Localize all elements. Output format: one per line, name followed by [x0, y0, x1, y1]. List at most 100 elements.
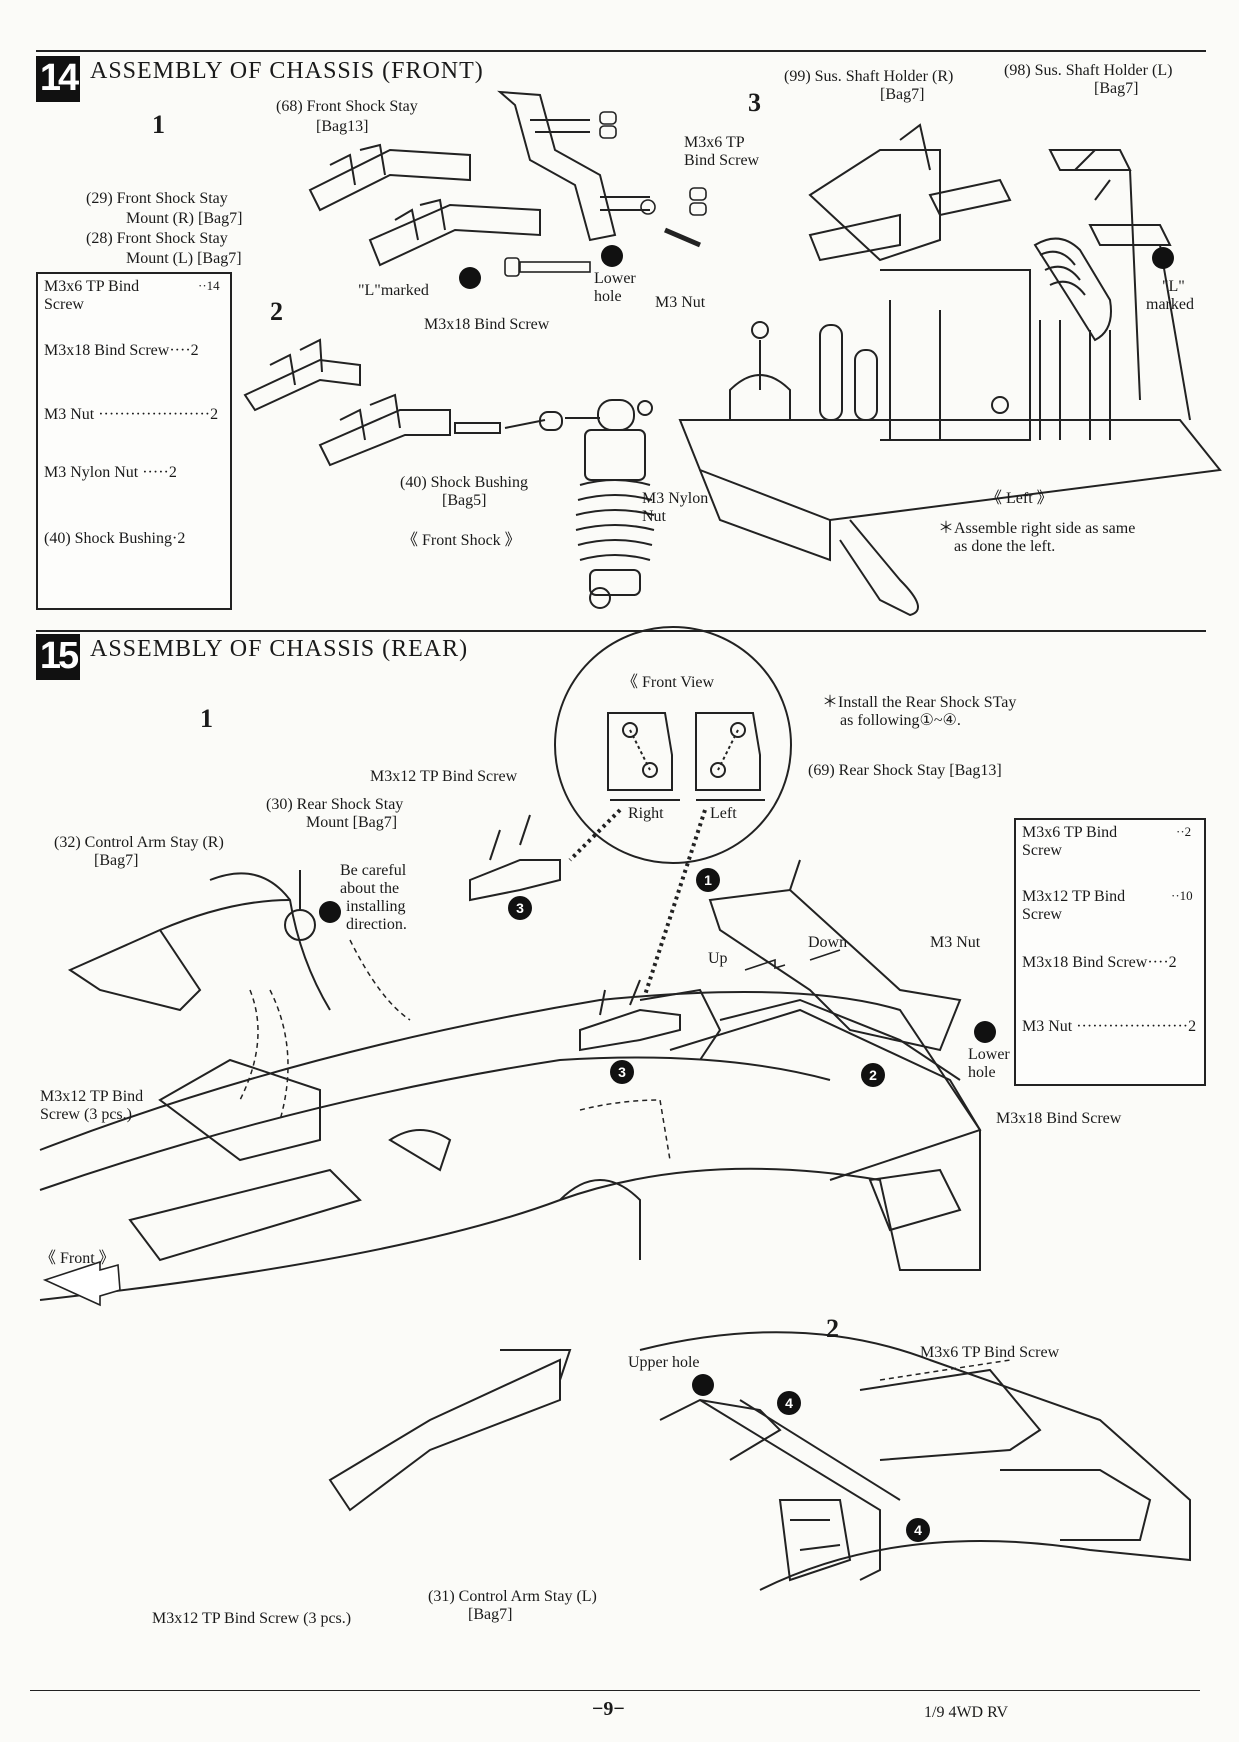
label-rear-mount-2: Mount [Bag7] [306, 814, 398, 831]
label-m3x12-3pcs-b: M3x12 TP Bind Screw (3 pcs.) [152, 1610, 352, 1627]
front-view-circle [554, 626, 792, 864]
label-ctrl-arm-r-bag: [Bag7] [94, 852, 139, 869]
note-assemble-right-1: ＊Assemble right side as same [938, 520, 1136, 537]
label-rear-shock-stay: (69) Rear Shock Stay [Bag13] [808, 762, 1002, 779]
part15-m3x12-name2: Screw [1022, 906, 1062, 923]
part-m3x6-name: M3x6 TP Bind [44, 278, 140, 295]
label-sus-holder-l-bag: [Bag7] [1094, 80, 1139, 97]
footer-model: 1/9 4WD RV [924, 1704, 1009, 1721]
label-m3x12-3pcs-1: M3x12 TP Bind [40, 1088, 144, 1105]
part15-m3-nut-name: M3 Nut ·····················2 [1022, 1018, 1197, 1035]
footer-rule [30, 1690, 1200, 1691]
label-bind-screw: Bind Screw [684, 152, 760, 169]
step-15-sub-2: 2 [826, 1314, 839, 1343]
label-lower-15: Lower [968, 1046, 1010, 1063]
part15-m3x18-name: M3x18 Bind Screw····2 [1022, 954, 1177, 971]
label-l-marked: "L"marked [358, 282, 429, 299]
label-mount-r-1: (29) Front Shock Stay [86, 190, 228, 207]
label-front-view: 《 Front View [622, 674, 715, 691]
part-m3x18-name: M3x18 Bind Screw····2 [44, 342, 199, 359]
label-m3-nut-15: M3 Nut [930, 934, 981, 951]
label-mount-l-1: (28) Front Shock Stay [86, 230, 228, 247]
note-careful-4: direction. [346, 916, 407, 933]
part-m3-nylon-nut-name: M3 Nylon Nut ·····2 [44, 464, 177, 481]
callout-3a-digit: 3 [516, 900, 524, 916]
label-rear-mount-1: (30) Rear Shock Stay [266, 796, 404, 813]
note-careful-2: about the [340, 880, 400, 897]
callout-3b-digit: 3 [618, 1064, 626, 1080]
part15-m3x12-name: M3x12 TP Bind [1022, 888, 1126, 905]
shock-assembly-drawing [243, 338, 655, 609]
part15-m3x6-name: M3x6 TP Bind [1022, 824, 1118, 841]
step-14-sub-2: 2 [270, 297, 283, 326]
screws-step14 [504, 111, 707, 277]
label-lower: Lower [594, 270, 636, 287]
label-m3x18-15: M3x18 Bind Screw [996, 1110, 1122, 1127]
dashed-guides [239, 939, 1011, 1381]
dotted-pointers [568, 808, 707, 996]
label-m3-nut: M3 Nut [655, 294, 706, 311]
label-left-view: 《 Left 》 [986, 490, 1053, 507]
label-hole: hole [594, 288, 622, 305]
front-shock-stay-drawing [308, 90, 650, 267]
label-right: Right [628, 805, 664, 822]
callout-4a-digit: 4 [785, 1395, 793, 1411]
label-ctrl-arm-l-bag: [Bag7] [468, 1606, 513, 1623]
parts-list-step15: M3x6 TP Bind Screw ··2 M3x12 TP Bind Scr… [1014, 818, 1206, 1086]
part15-m3x6-name2: Screw [1022, 842, 1062, 859]
front-chassis-drawing [678, 123, 1222, 617]
part15-m3x6-qty: ··2 [1176, 824, 1192, 839]
label-mount-r-2: Mount (R) [Bag7] [126, 210, 243, 227]
page-number: −9− [592, 1698, 625, 1720]
step-15-title: ASSEMBLY OF CHASSIS (REAR) [90, 636, 469, 662]
front-view-plates [607, 712, 765, 801]
label-front-shock-stay-bag: [Bag13] [316, 118, 369, 135]
label-down: Down [808, 934, 848, 951]
label-m3-nylon: M3 Nylon [642, 490, 709, 507]
part-m3x6-qty: ··14 [198, 278, 220, 293]
callout-1-digit: 1 [704, 872, 712, 888]
note-careful-3: installing [346, 898, 406, 915]
label-shock-bushing-bag: [Bag5] [442, 492, 487, 509]
label-ctrl-arm-r: (32) Control Arm Stay (R) [54, 834, 224, 851]
step-14-title: ASSEMBLY OF CHASSIS (FRONT) [90, 58, 484, 84]
callout-4b-digit: 4 [914, 1522, 922, 1538]
label-up: Up [708, 950, 728, 967]
label-l-quote: "L" [1162, 278, 1185, 295]
label-front: 《 Front 》 [40, 1250, 115, 1267]
note-install-rear-2: as following①~④. [840, 712, 961, 729]
label-sus-holder-r-bag: [Bag7] [880, 86, 925, 103]
rear-chassis-drawing [39, 814, 982, 1512]
label-m3x18-bind: M3x18 Bind Screw [424, 316, 550, 333]
arrows [42, 949, 841, 1307]
rear-stay-install-drawing [639, 1331, 1191, 1591]
label-m3x12-tp: M3x12 TP Bind Screw [370, 768, 518, 785]
callout-2-digit: 2 [869, 1067, 877, 1083]
note-install-rear-1: ＊Install the Rear Shock STay [822, 694, 1017, 711]
label-shock-bushing: (40) Shock Bushing [400, 474, 528, 491]
parts-list-step14: M3x6 TP Bind Screw ··14 M3x18 Bind Screw… [36, 272, 232, 610]
label-marked: marked [1146, 296, 1194, 313]
label-nylon-nut: Nut [642, 508, 666, 525]
label-m3x6-tp: M3x6 TP [684, 134, 745, 151]
label-front-shock-stay: (68) Front Shock Stay [276, 98, 418, 115]
part-m3-nut-name: M3 Nut ·····················2 [44, 406, 219, 423]
label-sus-holder-l: (98) Sus. Shaft Holder (L) [1004, 62, 1173, 79]
label-sus-holder-r: (99) Sus. Shaft Holder (R) [784, 68, 954, 85]
step-15-sub-1: 1 [200, 704, 213, 733]
label-hole-15: hole [968, 1064, 996, 1081]
label-ctrl-arm-l: (31) Control Arm Stay (L) [428, 1588, 597, 1605]
label-front-shock: 《 Front Shock 》 [402, 532, 521, 549]
part15-m3x12-qty: ··10 [1171, 888, 1193, 903]
step-14-number: 14 [36, 56, 80, 102]
label-m3x6-bind-15: M3x6 TP Bind Screw [920, 1344, 1060, 1361]
top-rule [36, 50, 1206, 52]
callout-markers [319, 245, 1174, 1542]
label-left: Left [710, 805, 737, 822]
step-14-sub-3: 3 [748, 88, 761, 117]
label-m3x12-3pcs-2: Screw (3 pcs.) [40, 1106, 132, 1123]
part-m3x6-name2: Screw [44, 296, 84, 313]
step-15-number: 15 [36, 634, 80, 680]
label-mount-l-2: Mount (L) [Bag7] [126, 250, 242, 267]
note-careful-1: Be careful [340, 862, 407, 879]
